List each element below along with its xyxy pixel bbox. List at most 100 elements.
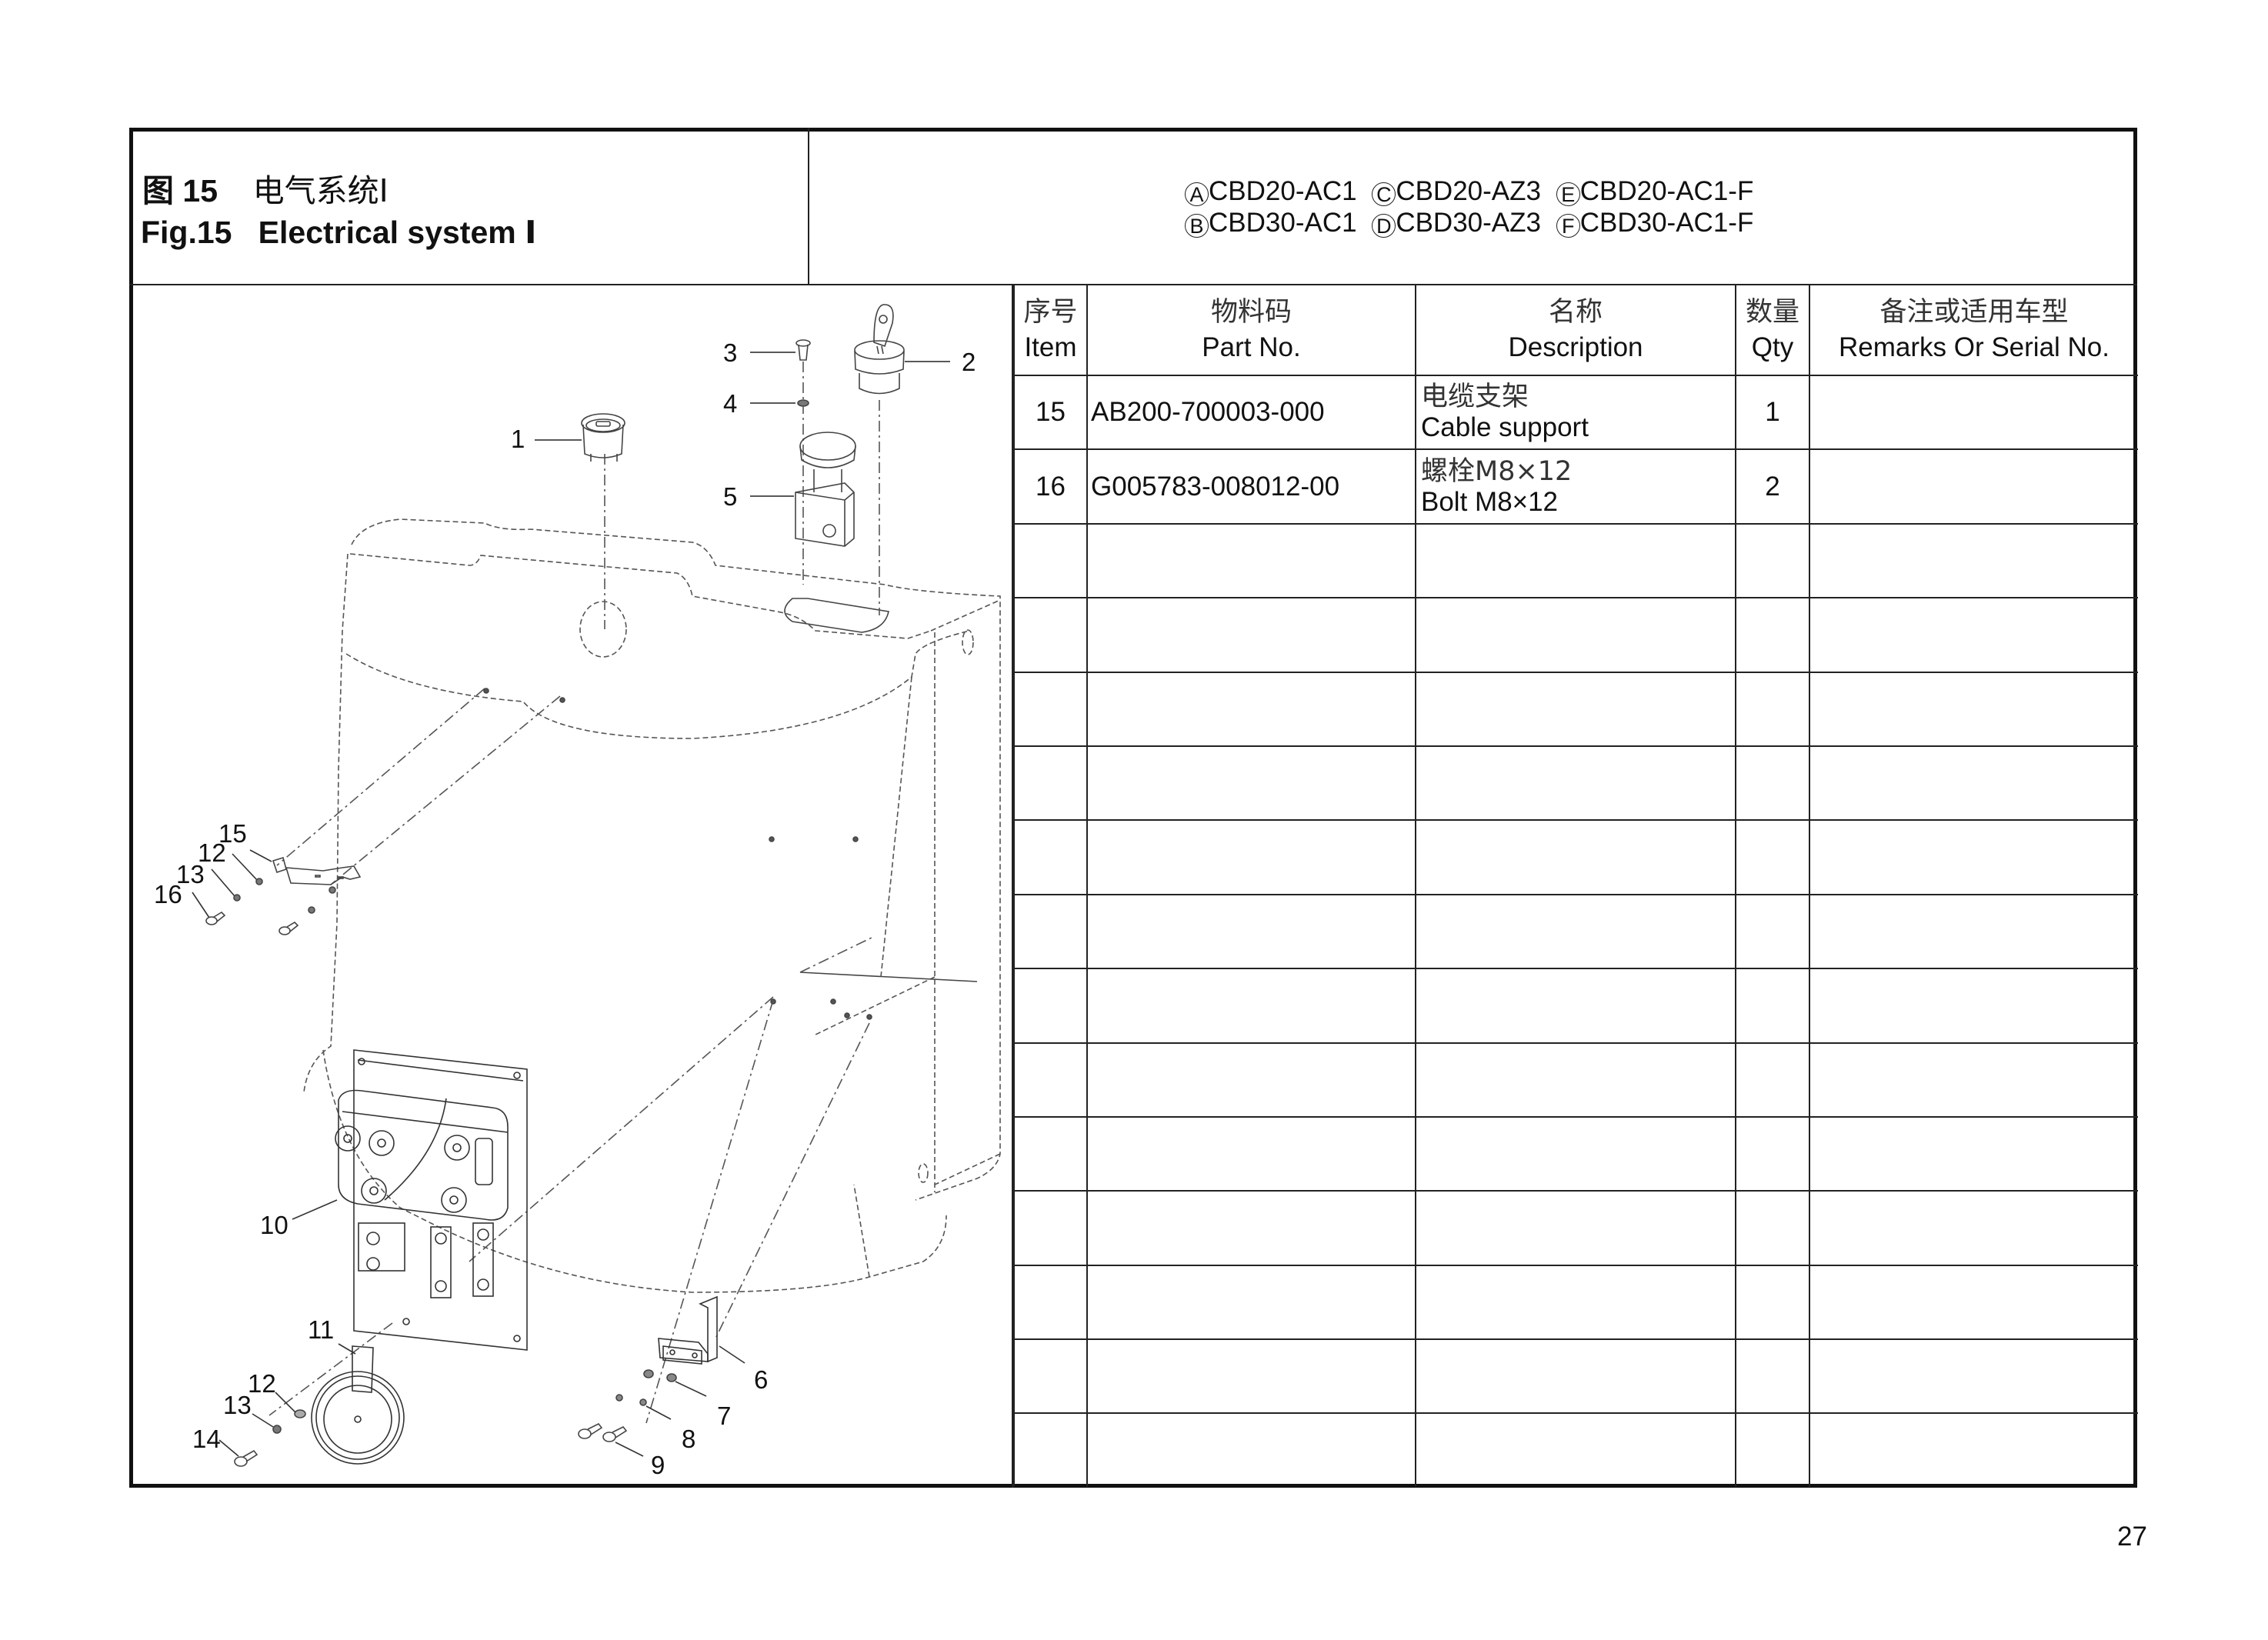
cell-part-no: [1086, 1412, 1416, 1487]
cell-qty: [1735, 671, 1810, 747]
figure-number-en: Fig.15: [141, 215, 232, 250]
page-number: 27: [2117, 1522, 2147, 1552]
cell-item: [1013, 893, 1088, 970]
figure-name-en: Electrical system Ⅰ: [258, 215, 537, 250]
figure-title-cn: 图 15 电气系统Ⅰ: [142, 165, 389, 211]
cell-item: [1013, 1042, 1088, 1118]
model-name: CBD30-AC1-F: [1579, 208, 1754, 238]
cell-qty: [1735, 1042, 1810, 1118]
cell-qty: [1735, 522, 1810, 599]
cell-part-no: [1086, 597, 1416, 673]
cell-qty: [1735, 745, 1810, 822]
cell-item: [1013, 1412, 1088, 1487]
figure-title-en: Fig.15 Electrical system Ⅰ: [141, 214, 536, 251]
cell-item: 15: [1013, 374, 1088, 451]
description-cn: 电缆支架: [1421, 382, 1529, 413]
model-name: CBD20-AZ3: [1396, 176, 1541, 206]
header-cell-divider: [808, 128, 809, 285]
cell-part-no: [1086, 671, 1416, 747]
callout-12b: 12: [198, 838, 226, 867]
callout-7: 7: [717, 1402, 732, 1430]
cell-qty: [1735, 597, 1810, 673]
key-switch-icon: [854, 304, 905, 395]
figure-name-cn: 电气系统Ⅰ: [252, 172, 389, 209]
model-mark-icon: F: [1556, 214, 1580, 238]
callout-9: 9: [651, 1451, 665, 1479]
exploded-view-drawing: [192, 304, 1001, 1467]
figure-number-cn: 图 15: [142, 173, 218, 208]
callout-3: 3: [723, 338, 738, 367]
cell-part-no: AB200-700003-000: [1086, 374, 1416, 451]
cell-item: [1013, 1115, 1088, 1192]
col-header-cn: 序号: [1023, 297, 1078, 328]
cell-qty: [1735, 819, 1810, 895]
description-en: Bolt M8×12: [1421, 486, 1559, 517]
screw-icon: [795, 339, 811, 361]
description-en: Cable support: [1421, 412, 1589, 443]
model-name: CBD30-AC1: [1209, 208, 1357, 238]
cell-qty: [1735, 1115, 1810, 1192]
cell-item: [1013, 671, 1088, 747]
cell-qty: [1735, 1264, 1810, 1341]
cell-part-no: G005783-008012-00: [1086, 448, 1416, 525]
cell-description: [1415, 522, 1736, 599]
col-header-cn: 数量: [1745, 297, 1799, 328]
callout-1: 1: [511, 425, 525, 453]
cell-item: [1013, 1190, 1088, 1266]
model-name: CBD30-AZ3: [1396, 208, 1541, 238]
cell-item: 16: [1013, 448, 1088, 525]
cell-qty: [1735, 1338, 1810, 1415]
callout-13b: 13: [176, 860, 205, 888]
callout-13: 13: [223, 1391, 252, 1419]
header-divider: [129, 284, 2137, 285]
cell-description: [1415, 968, 1736, 1044]
table-row: [1013, 745, 2138, 822]
cell-qty: [1735, 1412, 1810, 1487]
model-name: CBD20-AC1-F: [1579, 176, 1754, 206]
cell-item: [1013, 522, 1088, 599]
switch-slot: [784, 598, 889, 633]
col-header-en: Item: [1024, 332, 1077, 362]
hour-meter-icon: [581, 413, 625, 462]
cell-part-no: [1086, 1042, 1416, 1118]
callout-16: 16: [154, 880, 182, 908]
col-header-cn: 物料码: [1210, 297, 1292, 328]
callout-15: 15: [218, 819, 247, 848]
cell-description: [1415, 1264, 1736, 1341]
cell-qty: 1: [1735, 374, 1810, 451]
cell-part-no: [1086, 968, 1416, 1044]
cell-part-no: [1086, 522, 1416, 599]
cell-qty: [1735, 968, 1810, 1044]
col-header-cn: 名称: [1548, 297, 1603, 328]
callout-11: 11: [308, 1315, 335, 1344]
cell-description: [1415, 893, 1736, 970]
callout-5: 5: [723, 482, 738, 511]
callout-10: 10: [260, 1211, 289, 1239]
truck-body-outline: [303, 518, 1001, 1293]
bolt-icons: [578, 1422, 628, 1442]
table-row: [1013, 819, 2138, 895]
table-row: [1013, 1190, 2138, 1266]
table-row: [1013, 893, 2138, 970]
cell-remarks: [1809, 1264, 2138, 1341]
cell-description: [1415, 597, 1736, 673]
cell-remarks: [1809, 1042, 2138, 1118]
cell-description: [1415, 1412, 1736, 1487]
table-row: [1013, 1412, 2138, 1487]
cell-description: [1415, 1042, 1736, 1118]
cell-item: [1013, 1264, 1088, 1341]
cell-remarks: [1809, 374, 2138, 451]
